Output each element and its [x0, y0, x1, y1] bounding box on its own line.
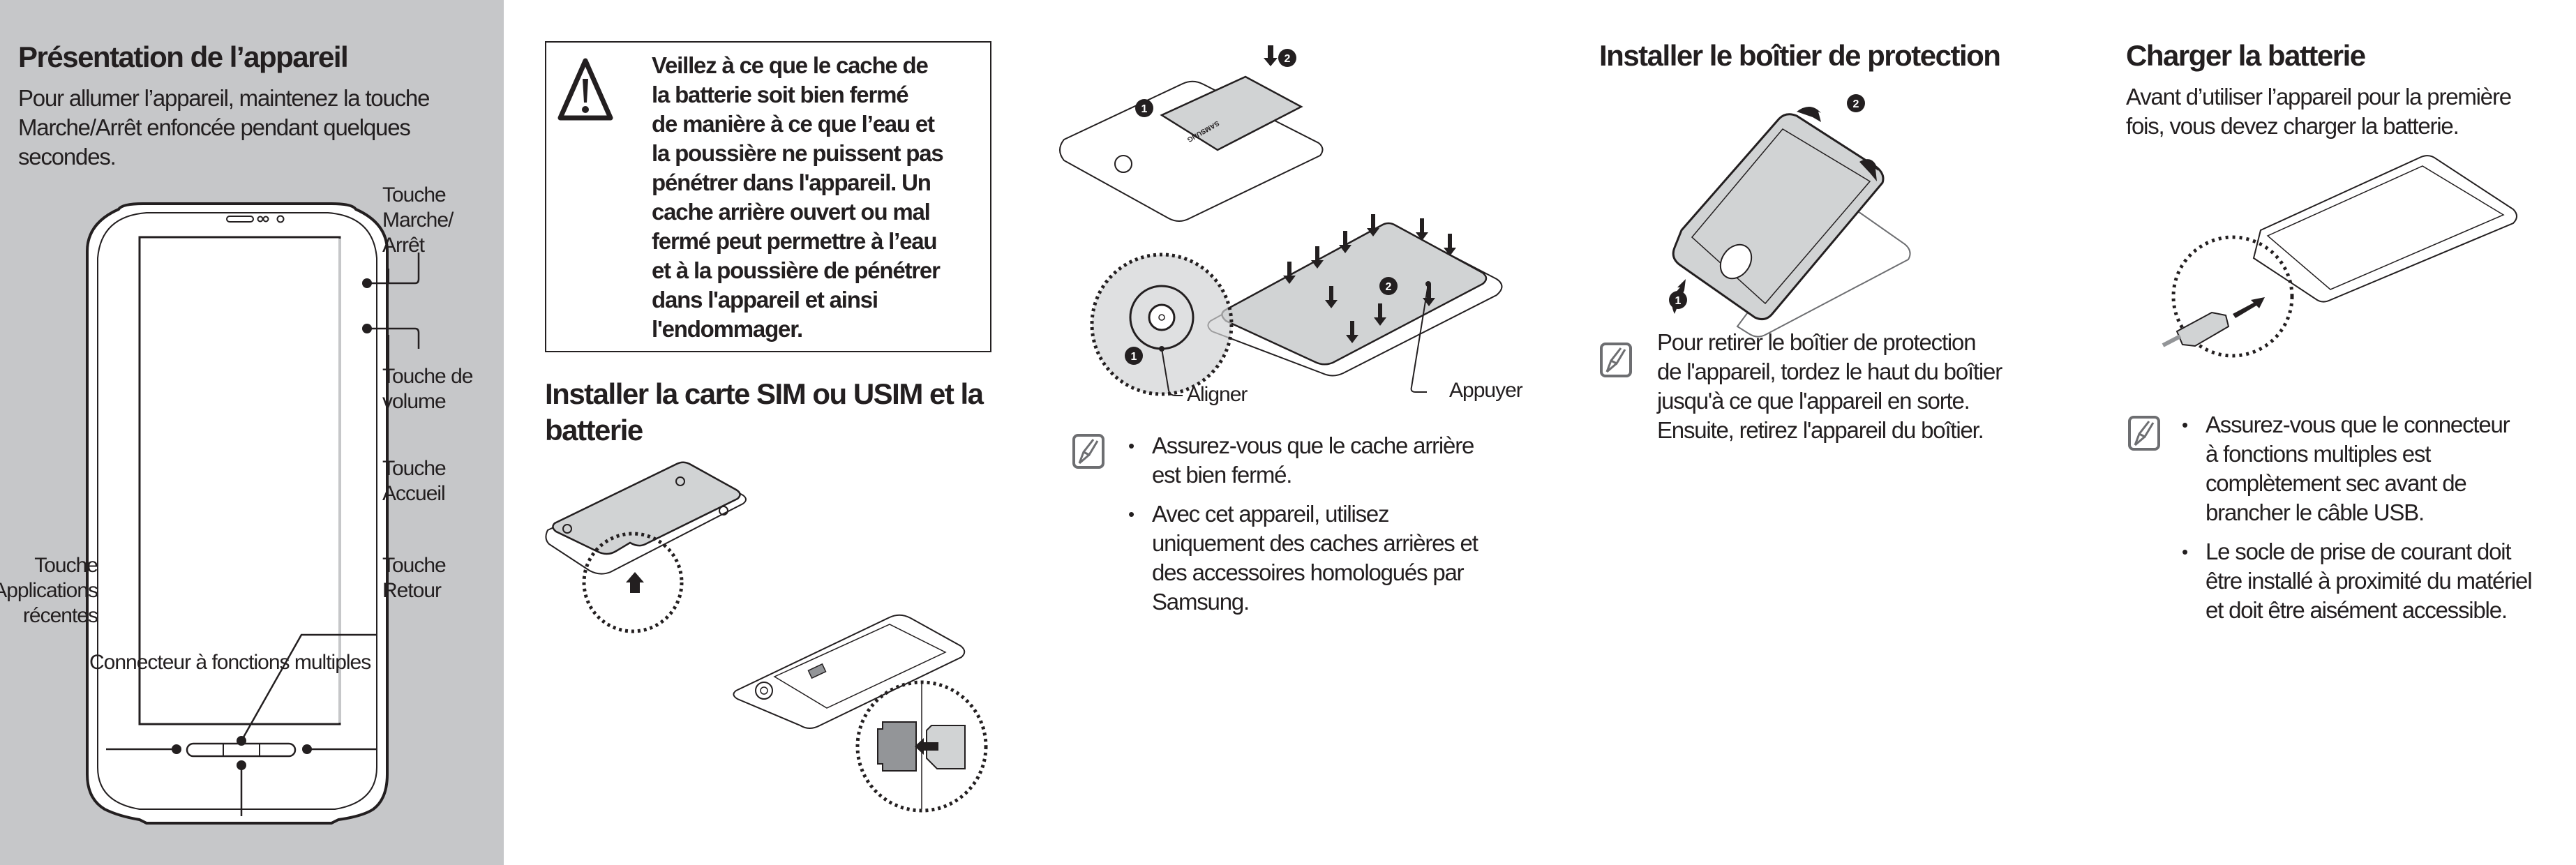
- usb-zoom-circle: [2171, 235, 2294, 358]
- step-1-badge: 1: [1135, 99, 1153, 117]
- case-note: Pour retirer le boîtier de protection de…: [1657, 329, 2002, 443]
- usb-plug: [2176, 311, 2230, 347]
- tablet-screen: [138, 236, 341, 725]
- tablet-front-diagram: [86, 202, 420, 825]
- warning-box: Veillez à ce que le cache de la batterie…: [545, 41, 991, 352]
- note-pencil-icon: [1600, 343, 1632, 377]
- svg-text:2: 2: [1285, 53, 1291, 65]
- battery: [1160, 75, 1303, 151]
- step-2-badge-cover: 2: [1379, 277, 1398, 295]
- device-overview-intro: Pour allumer l’appareil, maintenez la to…: [18, 85, 430, 170]
- charge-intro: Avant d’utiliser l’appareil pour la prem…: [2126, 84, 2512, 139]
- press-arrows: [1283, 214, 1456, 343]
- case-step-1-badge: 1: [1669, 291, 1687, 309]
- svg-text:1: 1: [1675, 295, 1682, 307]
- note-item: Le socle de prise de courant doit être i…: [2182, 537, 2573, 625]
- step-1-badge-align: 1: [1125, 347, 1143, 365]
- lift-arrow: [626, 572, 644, 593]
- callout-power-key: Touche Marche/ Arrêt: [382, 183, 454, 257]
- svg-text:1: 1: [1131, 351, 1137, 363]
- svg-text:1: 1: [1141, 103, 1148, 115]
- zoom-circle: [582, 532, 684, 633]
- case-section-title: Installer le boîtier de protection: [1599, 39, 2001, 72]
- note-pencil-icon: [1072, 434, 1104, 469]
- case-step-2-badge: 2: [1847, 94, 1865, 112]
- battery-install-illustration: SAMSUNG 1 2 2 1: [1059, 45, 1503, 396]
- align-label: Aligner: [1187, 383, 1248, 406]
- note-pencil-icon: [2128, 416, 2160, 451]
- charging-illustration: [2162, 155, 2517, 358]
- press-label: Appuyer: [1449, 379, 1523, 402]
- charge-notes-list: Assurez-vous que le connecteur à fonctio…: [2182, 410, 2573, 635]
- protective-case-illustration: 1 2: [1669, 94, 1911, 338]
- sim-zoom-circle: [855, 680, 988, 813]
- note-item: Avec cet appareil, utilisez uniquement d…: [1128, 499, 1519, 617]
- step-2-badge: 2: [1278, 49, 1296, 67]
- note-item: Assurez-vous que le cache arrière est bi…: [1128, 431, 1519, 490]
- warning-triangle-icon: [557, 58, 613, 121]
- callout-multipurpose-jack: Connecteur à fonctions multiples: [89, 651, 371, 674]
- sim-card: [926, 725, 966, 769]
- callout-back-key: Touche Retour: [382, 554, 447, 602]
- svg-text:2: 2: [1853, 98, 1859, 110]
- note-item: Assurez-vous que le connecteur à fonctio…: [2182, 410, 2573, 527]
- plug-in-arrow: [2233, 297, 2265, 318]
- warning-text: Veillez à ce que le cache de la batterie…: [652, 52, 944, 342]
- charge-section-title: Charger la batterie: [2126, 39, 2366, 72]
- insert-arrow: [915, 738, 938, 755]
- sim-tray: [877, 721, 917, 772]
- svg-text:2: 2: [1386, 281, 1392, 293]
- callout-recent-apps-key: Touche Applications récentes: [0, 554, 98, 627]
- sim-section-title: Installer la carte SIM ou USIM et la bat…: [545, 377, 984, 446]
- battery-notes-list: Assurez-vous que le cache arrière est bi…: [1128, 431, 1519, 626]
- remove-back-cover-illustration: [545, 461, 988, 813]
- earpiece: [226, 216, 254, 223]
- callout-home-key: Touche Accueil: [382, 457, 447, 505]
- device-overview-title: Présentation de l’appareil: [18, 40, 349, 73]
- callout-volume-key: Touche de volume: [382, 365, 473, 413]
